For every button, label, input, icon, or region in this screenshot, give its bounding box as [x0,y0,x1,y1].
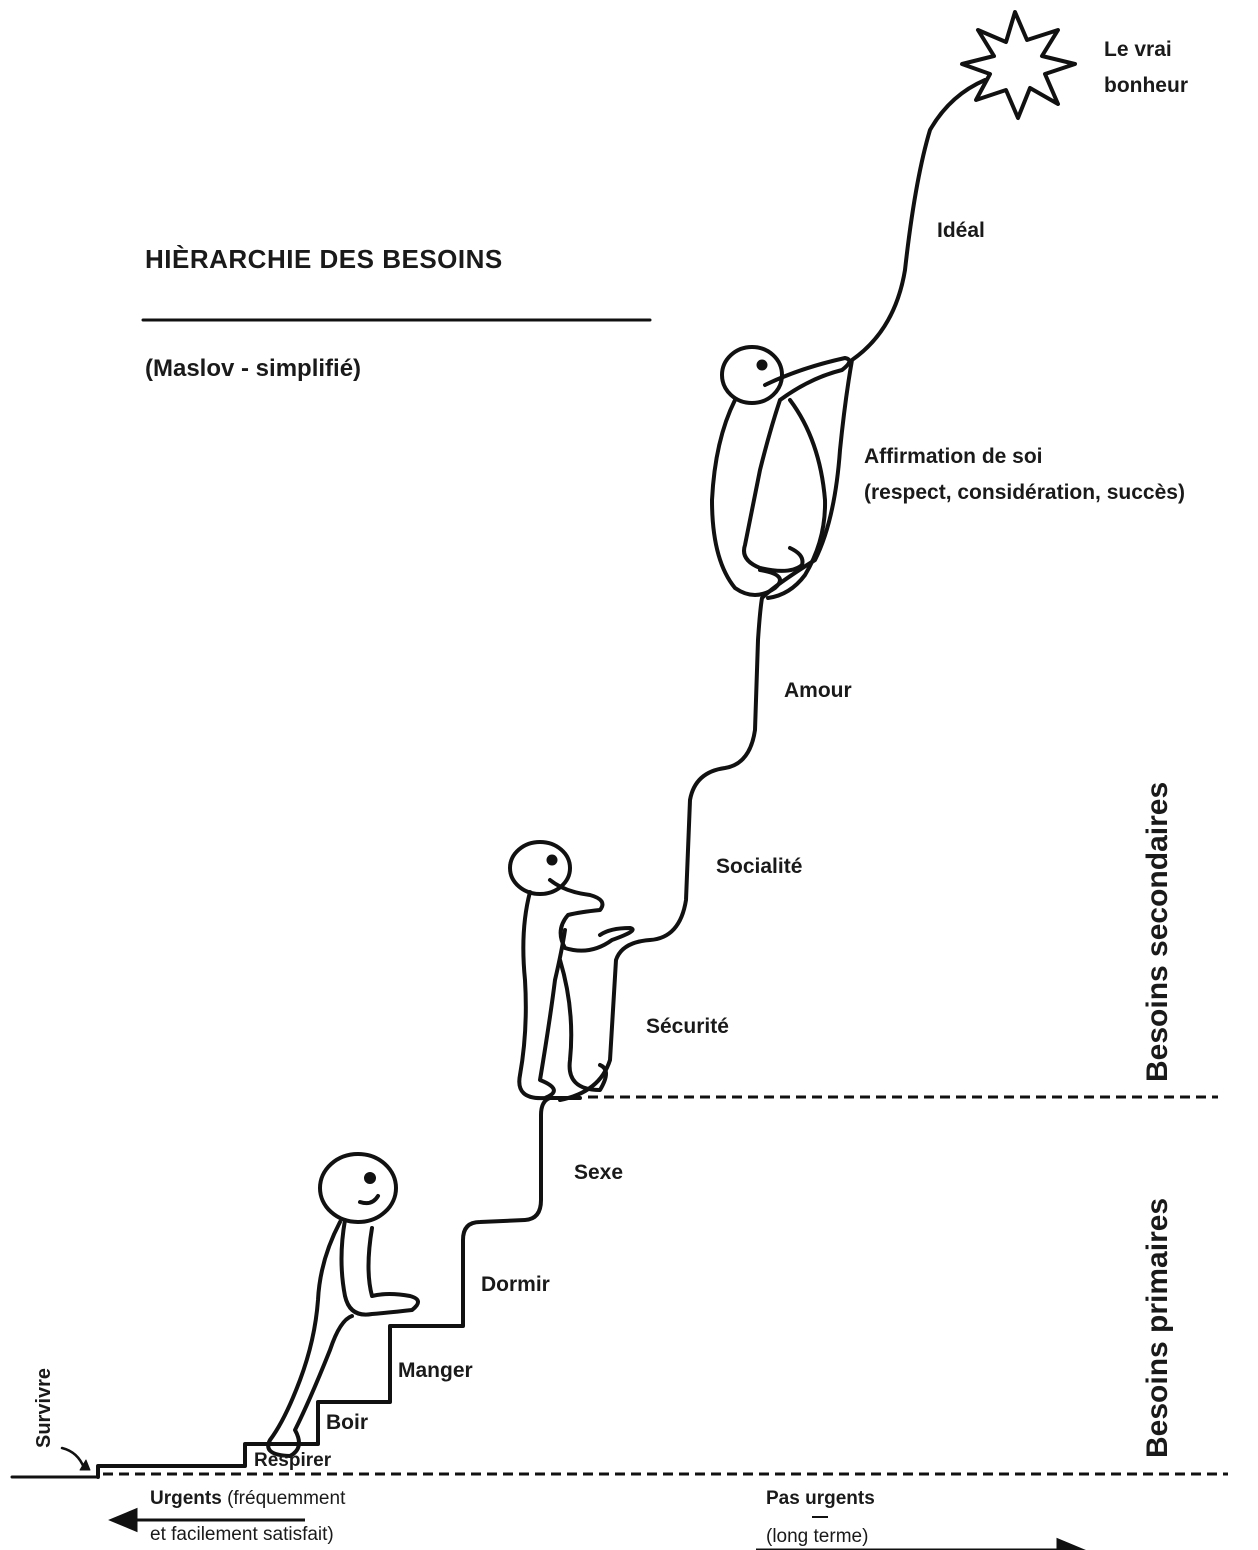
axis-urgent-rest: (fréquemment [221,1488,346,1509]
survivre-label: Survivre [33,1367,55,1448]
figure-middle [508,840,635,1101]
step-respirer: Respirer [254,1450,332,1471]
urgent-arrowhead [108,1507,138,1533]
step-affirmation-line1: Affirmation de soi [864,445,1043,468]
step-boir: Boir [326,1411,368,1434]
step-sexe: Sexe [574,1161,624,1184]
group-secondaires: Besoins secondaires [1141,781,1174,1082]
step-amour: Amour [784,679,852,702]
step-manger: Manger [398,1359,473,1382]
step-socialite: Socialité [716,855,803,878]
axis-urgent-bold: Urgents [150,1488,222,1509]
goal-label-line1: Le vrai [1104,38,1172,61]
survivre-arrow [60,1446,86,1470]
step-dormir: Dormir [481,1273,550,1296]
goal-label-line2: bonheur [1104,74,1188,97]
axis-urgent-line1: Urgents (fréquemment [150,1488,345,1511]
star-icon [960,10,1077,120]
figure-top [710,345,852,600]
step-affirmation-line2: (respect, considération, succès) [864,481,1185,504]
figure-bottom [266,1152,420,1458]
non-urgent-arrowhead [1056,1537,1086,1550]
step-securite: Sécurité [646,1015,729,1038]
diagram-title: HIÈRARCHIE DES BESOINS [145,244,503,274]
axis-urgent-line2: et facilement satisfait) [150,1524,334,1545]
diagram-subtitle: (Maslov - simplifié) [145,355,362,382]
axis-non-urgent-line1: Pas urgents [766,1488,875,1509]
axis-non-urgent-line2: (long terme) [766,1526,869,1547]
step-ideal: Idéal [937,219,985,242]
survivre-arrowhead [79,1459,91,1471]
needs-staircase [96,1096,582,1479]
group-primaires: Besoins primaires [1141,1197,1174,1458]
